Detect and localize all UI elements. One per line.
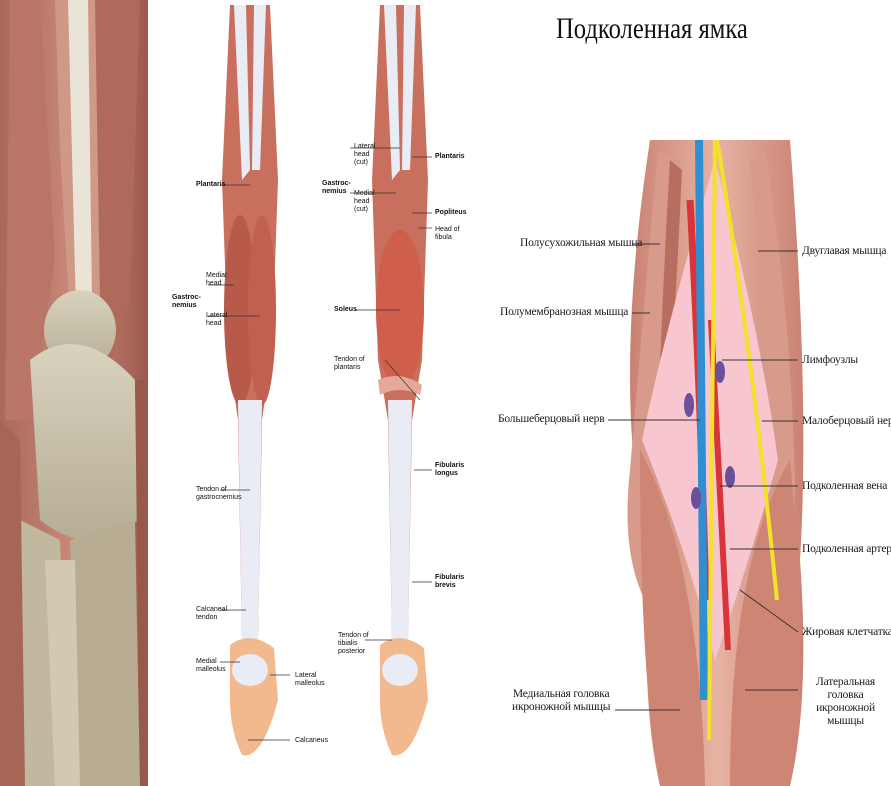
label-lateral-head: Lateral head <box>206 312 227 328</box>
label-tibial-nerve: Большеберцовый нерв <box>498 413 604 426</box>
deep-leg <box>372 5 428 755</box>
label-deep-plantaris: Plantaris <box>435 153 465 161</box>
label-tendon-plantaris: Tendon of plantaris <box>334 356 365 372</box>
label-calcaneal-tendon: Calcaneal tendon <box>196 606 227 622</box>
posterior-leg-diagrams: Plantaris Gastroc- nemius Medial head La… <box>150 0 490 786</box>
superficial-leg <box>222 5 278 755</box>
label-calcaneus: Calcaneus <box>295 737 328 745</box>
label-lateral-malleolus: Lateral malleolus <box>295 672 325 688</box>
label-lateral-head-cut: Lateral head (cut) <box>354 143 375 167</box>
label-tendon-tibialis-posterior: Tendon of tibialis posterior <box>338 632 369 656</box>
label-medial-malleolus: Medial malleolus <box>196 658 226 674</box>
knee-muscle-illustration <box>0 0 148 786</box>
popliteal-fossa-diagram: Полусухожильная мышца Полумембранозная м… <box>490 0 891 786</box>
knee-muscle-drawing <box>0 0 148 786</box>
label-gastrocnemius: Gastroc- nemius <box>172 294 201 310</box>
label-semimembranosus: Полумембранозная мышца <box>500 306 628 319</box>
label-popliteus: Popliteus <box>435 209 467 217</box>
label-head-of-fibula: Head of fibula <box>435 226 460 242</box>
label-medial-head-cut: Medial head (cut) <box>354 190 375 214</box>
label-soleus: Soleus <box>334 306 357 314</box>
label-biceps: Двуглавая мышца <box>802 245 886 258</box>
fossa-drawing <box>490 0 891 786</box>
label-peroneal-nerve: Малоберцовый нерв <box>802 415 891 428</box>
label-popliteal-vein: Подколенная вена <box>802 480 887 493</box>
label-fat-tissue: Жировая клетчатка <box>802 626 891 639</box>
label-popliteal-artery: Подколенная артерия <box>802 543 891 556</box>
label-lymph-nodes: Лимфоузлы <box>802 354 858 367</box>
label-semitendinosus: Полусухожильная мышца <box>520 237 642 250</box>
label-lateral-gastrocnemius: Латеральная головка икроножной мышцы <box>800 676 891 728</box>
label-fibularis-longus: Fibularis longus <box>435 462 464 478</box>
label-plantaris: Plantaris <box>196 181 226 189</box>
label-medial-head: Medial head <box>206 272 227 288</box>
label-fibularis-brevis: Fibularis brevis <box>435 574 464 590</box>
label-deep-gastrocnemius: Gastroc- nemius <box>322 180 351 196</box>
label-tendon-gastrocnemius: Tendon of gastrocnemius <box>196 486 242 502</box>
label-medial-gastrocnemius: Медиальная головка икроножной мышцы <box>512 688 610 714</box>
